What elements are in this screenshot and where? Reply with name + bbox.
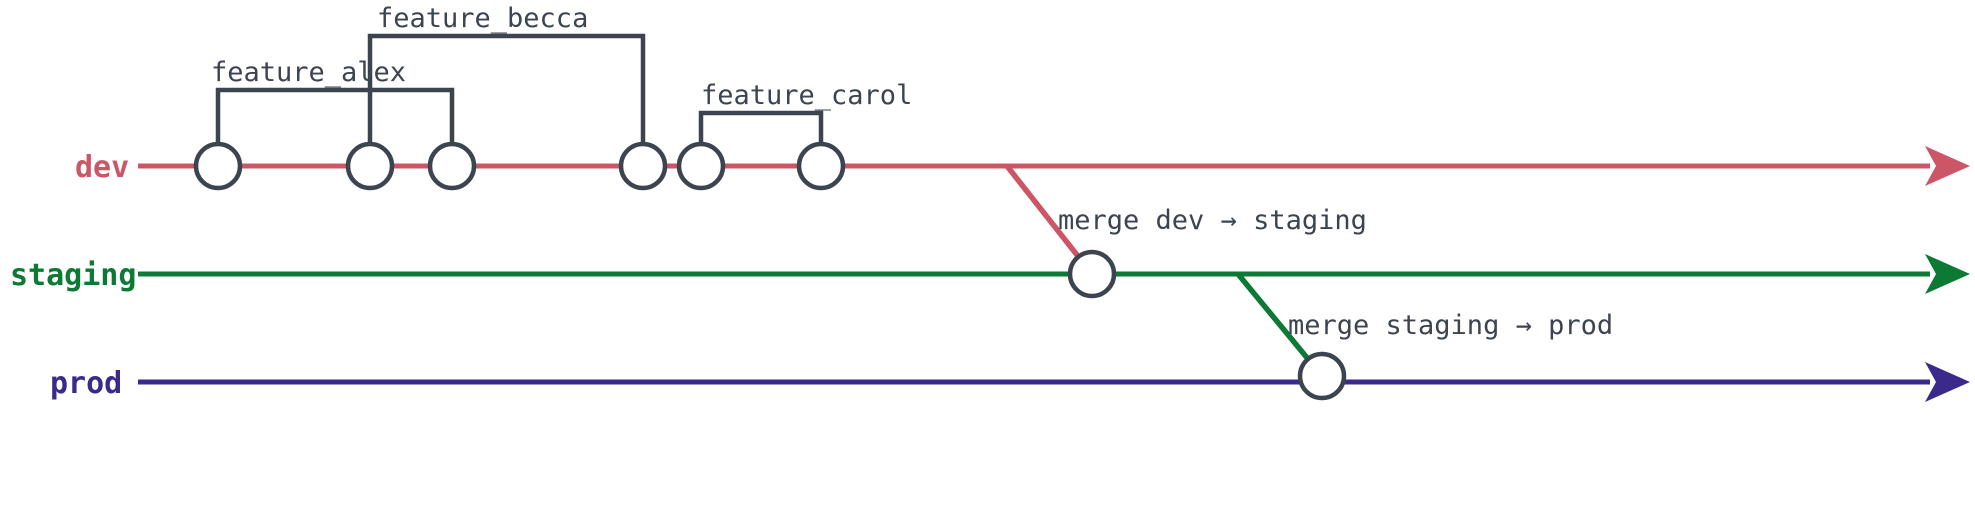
branch-lane-prod: prod [50, 362, 1970, 402]
commit-node[interactable] [796, 141, 846, 191]
feature-bracket-alex: feature_alex [211, 57, 455, 150]
commit-node[interactable] [427, 141, 477, 191]
branch-label-dev: dev [75, 150, 129, 185]
feature-carol-bracket-path [698, 110, 824, 150]
merge-staging-prod-label: merge staging → prod [1288, 310, 1613, 341]
branch-label-prod: prod [50, 366, 122, 401]
feature-alex-bracket-path [215, 87, 455, 150]
branch-lane-staging: staging [10, 254, 1970, 294]
commit-node[interactable] [676, 141, 726, 191]
merge-nodes [1067, 249, 1347, 401]
commit-nodes-dev [193, 141, 846, 191]
feature-label-alex: feature_alex [211, 57, 406, 88]
feature-bracket-becca: feature_becca [367, 3, 646, 150]
merge-dev-to-staging: merge dev → staging [1004, 164, 1367, 276]
merge-commit-node-staging[interactable] [1067, 249, 1117, 299]
feature-bracket-carol: feature_carol [698, 80, 912, 150]
commit-node[interactable] [193, 141, 243, 191]
feature-label-becca: feature_becca [377, 3, 588, 34]
commit-node[interactable] [345, 141, 395, 191]
merge-dev-staging-label: merge dev → staging [1058, 205, 1367, 236]
commit-node[interactable] [618, 141, 668, 191]
feature-label-carol: feature_carol [701, 80, 912, 111]
merge-staging-to-prod: merge staging → prod [1235, 272, 1613, 378]
merge-commit-node-prod[interactable] [1297, 351, 1347, 401]
feature-becca-bracket-path [367, 33, 646, 150]
branch-label-staging: staging [10, 258, 136, 293]
